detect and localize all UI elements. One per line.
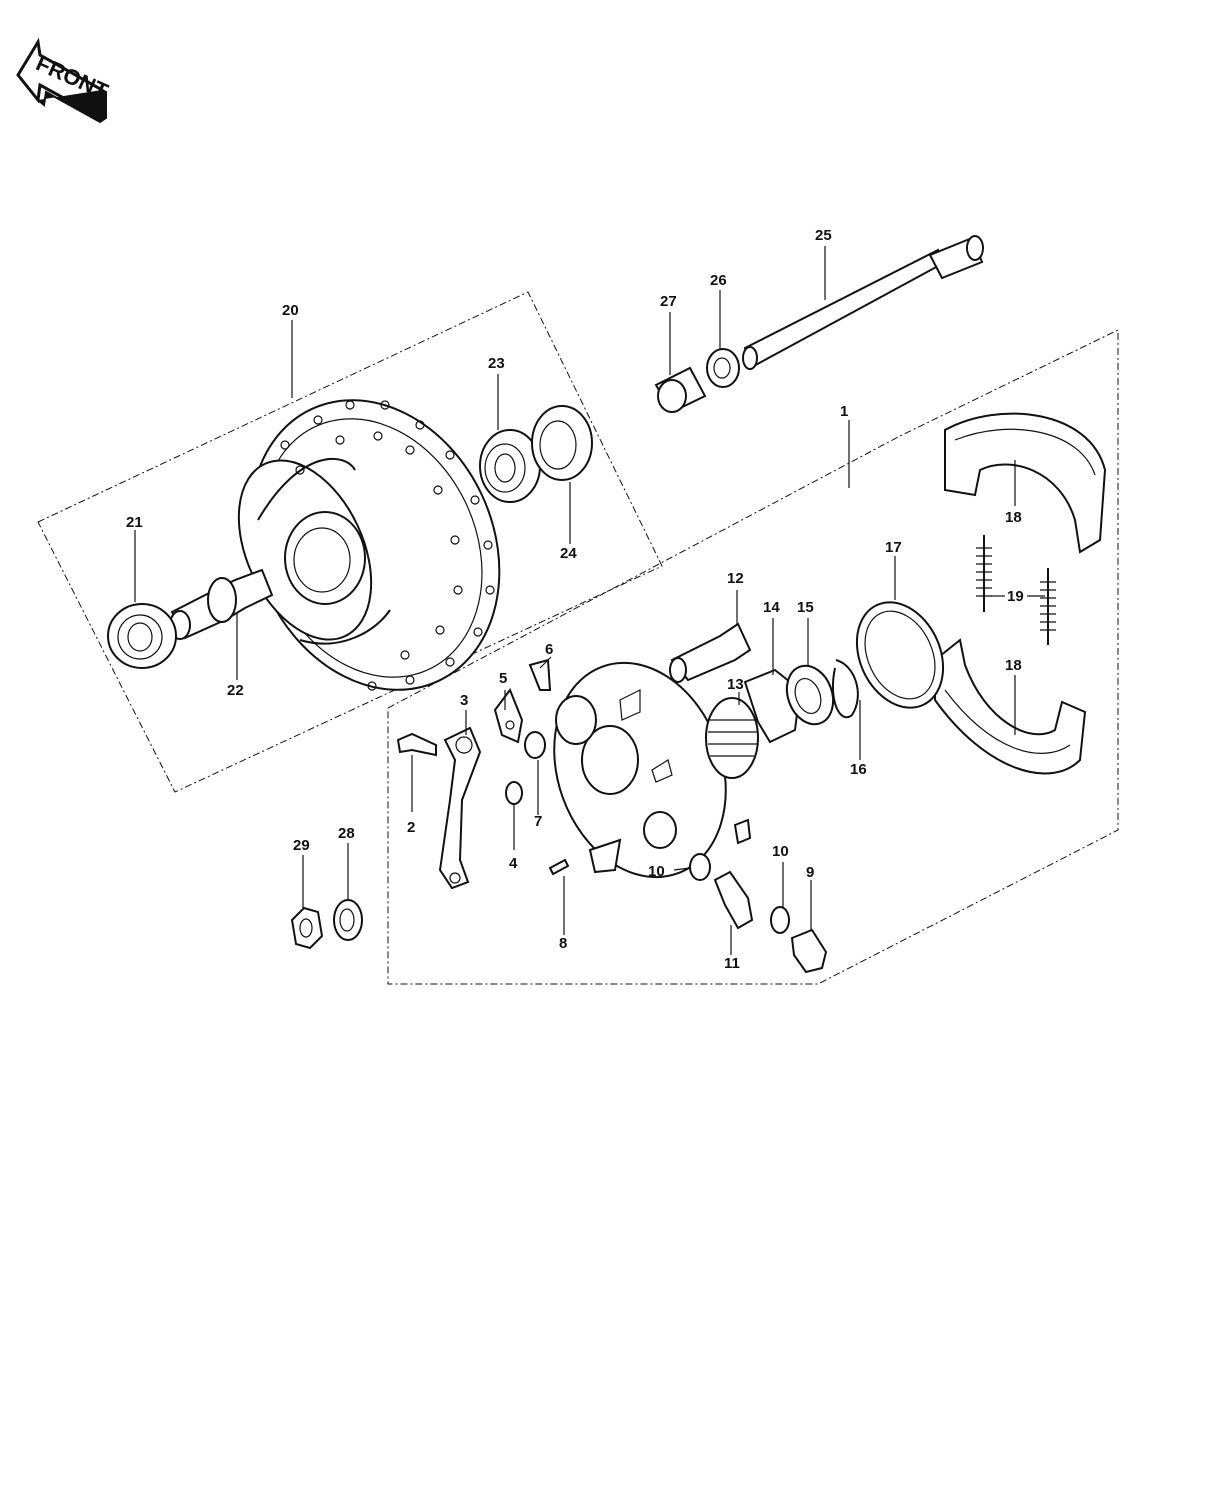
- callout-5: 5: [499, 670, 507, 687]
- cam-seal: [528, 658, 552, 691]
- callout-20: 20: [282, 302, 299, 319]
- callout-8: 8: [559, 935, 567, 952]
- callout-labels: 1 2 3 4 5 6 7 8 9 10 10 11 12 13 14 15 1…: [126, 227, 1024, 972]
- wheel-hub: [237, 399, 501, 691]
- callout-22: 22: [227, 682, 244, 699]
- callout-19: 19: [1007, 588, 1024, 605]
- cable-fitting: [713, 870, 754, 930]
- dowel-pin: [548, 858, 570, 876]
- callout-23: 23: [488, 355, 505, 372]
- callout-16: 16: [850, 761, 867, 778]
- lever-bolt: [396, 732, 437, 757]
- brake-panel: [553, 661, 752, 879]
- callout-6: 6: [545, 641, 553, 658]
- brake-cam-lever: [438, 726, 482, 890]
- callout-15: 15: [797, 599, 814, 616]
- dust-seal-ring: [855, 601, 945, 709]
- callout-29: 29: [293, 837, 310, 854]
- axle-nut-washer: [333, 899, 363, 941]
- callout-18a: 18: [1005, 509, 1022, 526]
- callout-17: 17: [885, 539, 902, 556]
- panel-washer: [689, 853, 711, 881]
- callout-24: 24: [560, 545, 577, 562]
- axle: [742, 235, 984, 370]
- hub-spacer-collar: [169, 568, 274, 640]
- brake-shoe-upper: [944, 412, 1107, 554]
- bearing-right: [479, 429, 541, 503]
- callout-21: 21: [126, 514, 143, 531]
- axle-washer: [706, 348, 740, 388]
- circlip: [831, 659, 859, 719]
- axle-nut: [290, 906, 324, 950]
- return-spring-left: [976, 535, 992, 612]
- collar: [654, 366, 707, 414]
- oil-seal: [531, 405, 593, 481]
- callout-26: 26: [710, 272, 727, 289]
- callout-9: 9: [806, 864, 814, 881]
- hub-assembly-outline: [37, 291, 663, 793]
- callout-10a: 10: [648, 863, 665, 880]
- callout-4: 4: [509, 855, 518, 872]
- bearing-left: [107, 603, 177, 669]
- fitting-washer: [770, 906, 790, 934]
- speedometer-gear: [705, 697, 759, 779]
- callout-28: 28: [338, 825, 355, 842]
- callout-27: 27: [660, 293, 677, 310]
- callout-12: 12: [727, 570, 744, 587]
- leader-lines: [134, 246, 1045, 955]
- brake-shoe-lower: [934, 638, 1087, 775]
- callout-18b: 18: [1005, 657, 1022, 674]
- front-arrow-icon: FRONT: [16, 37, 112, 124]
- callout-3: 3: [460, 692, 468, 709]
- callout-7: 7: [534, 813, 542, 830]
- callout-1: 1: [840, 403, 848, 420]
- fitting-bolt: [790, 928, 828, 974]
- o-ring: [524, 731, 546, 759]
- callout-13: 13: [727, 676, 744, 693]
- callout-11: 11: [724, 955, 740, 972]
- return-spring-right: [1040, 568, 1056, 645]
- callout-25: 25: [815, 227, 832, 244]
- callout-2: 2: [407, 819, 415, 836]
- gear-washer: [785, 664, 835, 726]
- speedometer-pinion: [669, 622, 752, 683]
- cam-nut: [505, 781, 523, 805]
- callout-10b: 10: [772, 843, 789, 860]
- brake-panel-assembly-outline: [387, 329, 1119, 985]
- callout-14: 14: [763, 599, 780, 616]
- wear-indicator: [493, 687, 524, 744]
